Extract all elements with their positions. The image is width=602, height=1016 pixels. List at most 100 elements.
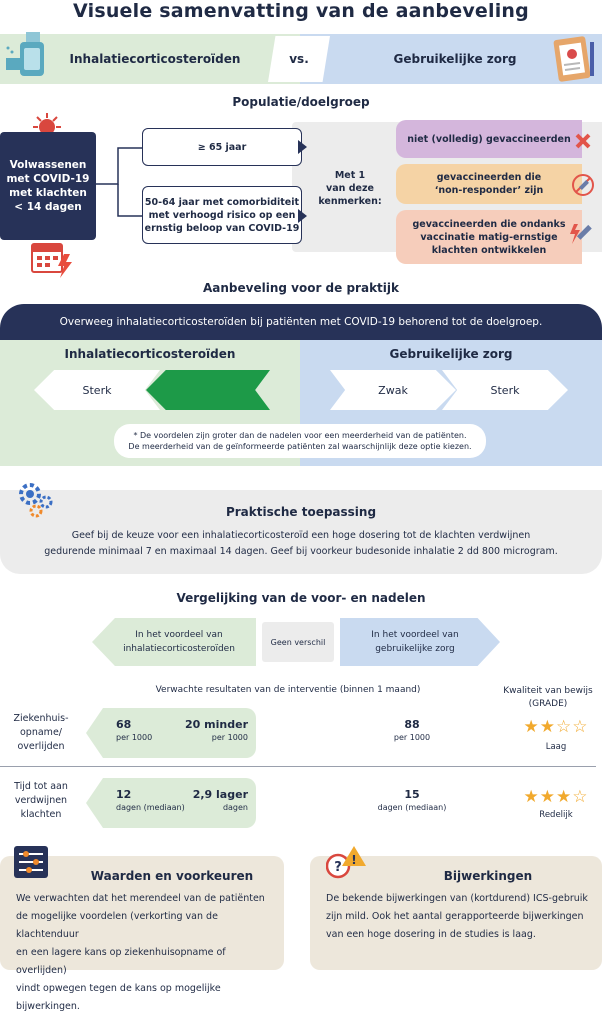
compare-right-label: Gebruikelijke zorg	[393, 52, 517, 66]
row-ics-cell	[86, 708, 256, 758]
note-line: * De voordelen zijn groter dan de nadele…	[133, 431, 467, 440]
practical-panel	[0, 490, 602, 574]
svg-text:?: ?	[334, 860, 342, 875]
quality-header-line: Kwaliteit van bewijs	[503, 686, 593, 696]
quality-label: Laag	[545, 742, 567, 752]
gears-icon	[19, 483, 53, 518]
favor-line: In het voordeel van	[371, 630, 459, 640]
strength-strong-right: Sterk	[442, 370, 568, 410]
criterion-non-responder: gevaccineerden die ‘non-responder’ zijn	[396, 164, 582, 204]
ics-unit: dagen (mediaan)	[116, 803, 185, 812]
recommendation-note: * De voordelen zijn groter dan de nadele…	[114, 424, 486, 458]
values-text: We verwachten dat het merendeel van de p…	[16, 890, 278, 1016]
population-title: Populatie/doelgroep	[232, 95, 370, 109]
ics-value: 68	[116, 718, 132, 731]
quality-header-line: (GRADE)	[528, 699, 568, 709]
care-result: 15 dagen (mediaan)	[360, 788, 464, 814]
ics-result: 12 dagen (mediaan)	[116, 788, 185, 814]
favor-line: inhalatiecorticosteroïden	[123, 644, 235, 654]
compare-right-bg	[300, 34, 602, 84]
strength-weak-right: Zwak	[330, 370, 456, 410]
care-value: 15	[404, 788, 420, 801]
care-result: 88 per 1000	[360, 718, 464, 744]
compare-left-label: Inhalatiecorticosteroïden	[69, 52, 241, 66]
syringe-lightning-icon	[570, 224, 592, 244]
side-effects-text: De bekende bijwerkingen van (kortdurend)…	[326, 890, 596, 944]
strength-weak-left-selected	[146, 370, 270, 410]
criteria-label: Met 1 van deze kenmerken:	[310, 158, 390, 218]
age-group-50-64: 50-64 jaar met comorbiditeit met verhoog…	[142, 186, 302, 244]
side-effects-line: zijn mild. Ook het aantal gerapporteerde…	[326, 911, 584, 922]
recommendation-left-title: Inhalatiecorticosteroïden	[64, 347, 236, 361]
criteria-label-line: van deze	[326, 182, 374, 194]
recommendation-right-title: Gebruikelijke zorg	[389, 347, 513, 361]
row-label-hospitalization: Ziekenhuis- opname/ overlijden	[0, 710, 82, 756]
practical-title: Praktische toepassing	[225, 505, 377, 519]
quality-stars: ★★☆☆	[523, 717, 589, 737]
ics-result: 68 per 1000	[116, 718, 152, 744]
criterion-breakthrough: gevaccineerden die ondanks vaccinatie ma…	[396, 210, 582, 264]
row-label-line: Ziekenhuis-	[13, 713, 69, 724]
row-label-time-to-recovery: Tijd tot aan verdwijnen klachten	[0, 778, 82, 824]
values-line: vindt opwegen tegen de kans op mogelijke…	[16, 983, 221, 1012]
favor-care-label: In het voordeel van gebruikelijke zorg	[340, 618, 500, 666]
ics-unit: per 1000	[116, 733, 153, 742]
care-value: 88	[404, 718, 420, 731]
patient-line: met klachten	[9, 187, 87, 199]
difference-value: 20 minder	[185, 718, 248, 731]
care-unit: dagen (mediaan)	[377, 803, 447, 812]
favor-line: gebruikelijke zorg	[375, 644, 455, 654]
criterion-line: niet (volledig) gevaccineerden	[407, 133, 571, 145]
cross-icon	[575, 133, 591, 149]
row-label-line: Tijd tot aan	[14, 781, 68, 792]
syringe-no-icon	[572, 174, 594, 196]
quality-label: Redelijk	[539, 810, 573, 820]
side-effects-line: De bekende bijwerkingen van (kortdurend)…	[326, 893, 588, 904]
note-line: De meerderheid van de geïnformeerde pati…	[128, 442, 472, 451]
row-label-line: verdwijnen	[14, 795, 68, 806]
inhaler-icon	[6, 32, 44, 76]
values-line: en een lagere kans op ziekenhuisopname o…	[16, 947, 226, 976]
values-title: Waarden en voorkeuren	[90, 869, 254, 883]
difference-result: 2,9 lager dagen	[176, 788, 248, 814]
patient-group-box: Volwassenen met COVID-19 met klachten < …	[0, 132, 96, 240]
practical-line: gedurende minimaal 7 en maximaal 14 dage…	[44, 546, 558, 557]
favor-line: In het voordeel van	[135, 630, 223, 640]
age-line: ernstig beloop van COVID-19	[144, 222, 300, 234]
difference-result: 20 minder per 1000	[176, 718, 248, 744]
clipboard-icon	[553, 36, 594, 82]
quality-header: Kwaliteit van bewijs (GRADE)	[494, 682, 602, 714]
versus-label: vs.	[268, 36, 330, 82]
recommendation-title: Aanbeveling voor de praktijk	[203, 281, 399, 295]
criteria-label-line: kenmerken:	[318, 195, 382, 207]
results-header: Verwachte resultaten van de interventie …	[155, 685, 421, 695]
criteria-label-line: Met 1	[334, 169, 366, 181]
row-label-line: opname/	[20, 727, 62, 738]
practical-line: Geef bij de keuze voor een inhalatiecort…	[71, 530, 531, 541]
values-line: de mogelijke voordelen (verkorting van d…	[16, 911, 218, 940]
arrow-right-icon	[298, 209, 307, 223]
criterion-line: vaccinatie matig-ernstige	[420, 231, 558, 243]
age-group-65plus: ≥ 65 jaar	[142, 128, 302, 166]
compare-left-bg	[0, 34, 300, 84]
quality-stars: ★★★☆	[523, 787, 589, 807]
svg-text:!: !	[351, 853, 356, 867]
warning-question-icon: ? !	[326, 846, 366, 879]
side-effects-line: van een hoge dosering in de studies is l…	[326, 929, 536, 940]
difference-unit: dagen	[222, 803, 248, 812]
patient-line: met COVID-19	[6, 173, 90, 185]
age-line: met verhoogd risico op een	[148, 209, 296, 221]
connector-lines	[96, 147, 142, 217]
patient-line: < 14 dagen	[14, 201, 82, 213]
row-label-line: overlijden	[17, 741, 65, 752]
arrow-right-icon	[298, 140, 307, 154]
side-effects-title: Bijwerkingen	[443, 869, 533, 883]
practical-text: Geef bij de keuze voor een inhalatiecort…	[40, 526, 562, 562]
comparison-title: Vergelijking van de voor- en nadelen	[176, 591, 426, 605]
side-effects-panel	[310, 856, 602, 970]
row-label-line: klachten	[20, 809, 62, 820]
age-line: 50-64 jaar met comorbiditeit	[144, 196, 300, 208]
strength-strong-left: Sterk	[34, 370, 160, 410]
recommendation-banner: Overweeg inhalatiecorticosteroïden bij p…	[0, 304, 602, 340]
ics-value: 12	[116, 788, 132, 801]
